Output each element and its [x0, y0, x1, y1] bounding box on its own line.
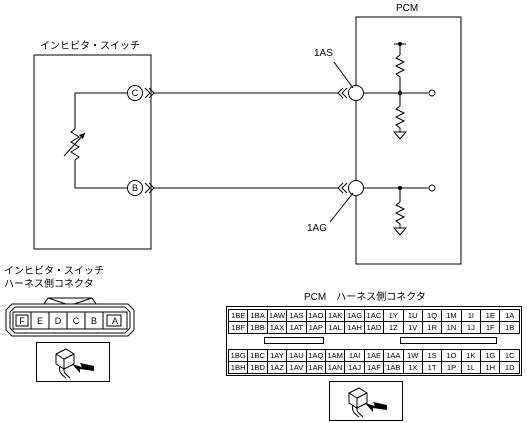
pcm-pin-cell: 1AK — [324, 309, 346, 322]
pcm-pin-cell: 1H — [480, 361, 501, 374]
pcm-pin-cell: 1BF — [227, 321, 249, 334]
pcm-pin-cell: 1BA — [247, 309, 268, 322]
pcm-pin-cell: 1AT — [286, 321, 307, 334]
switch-pin-a: A — [111, 316, 118, 326]
switch-connector-title: インヒビタ・スイッチ — [4, 266, 104, 277]
pcm-pin-cell: 1AS — [286, 309, 307, 322]
pcm-pin-cell: 1AQ — [305, 349, 326, 362]
pcm-pin-cell: 1BD — [247, 361, 268, 374]
pcm-pin-cell: 1AN — [324, 361, 346, 374]
pcm-pin-cell: 1AX — [266, 321, 288, 334]
switch-pin-d: D — [54, 316, 62, 326]
pcm-pin-cell: 1G — [480, 349, 501, 362]
pcm-pin-cell: 1L — [460, 361, 482, 374]
pcm-pin-cell: 1V — [402, 321, 423, 334]
pcm-pin-cell: 1AI — [344, 349, 365, 362]
pcm-pin-cell: 1AY — [266, 349, 288, 362]
pcm-pin-cell: 1AL — [324, 321, 346, 334]
pcm-box — [355, 16, 462, 265]
pcm-pin-cell: 1AP — [305, 321, 326, 334]
pcm-pin-cell: 1T — [421, 361, 443, 374]
pcm-pin-cell: 1BE — [227, 309, 249, 322]
pcm-pin-cell: 1W — [402, 349, 423, 362]
pin-1as-label: 1AS — [314, 48, 333, 59]
pcm-pin-cell: 1AD — [363, 321, 385, 334]
pcm-pin-cell: 1AE — [363, 349, 385, 362]
variable-resistor-icon — [63, 128, 86, 161]
pcm-pin-cell: 1C — [499, 349, 520, 362]
pcm-pin-cell: 1AH — [344, 321, 365, 334]
switch-pin-f: F — [19, 316, 25, 326]
pcm-pin-cell: 1K — [460, 349, 482, 362]
pcm-pin-cell: 1P — [441, 361, 462, 374]
pcm-pin-cell: 1AB — [383, 361, 404, 374]
pcm-pin-cell: 1BB — [247, 321, 268, 334]
pcm-pin-cell: 1X — [402, 361, 423, 374]
pcm-pin-cell: 1N — [441, 321, 462, 334]
pcm-pin-cell: 1BC — [247, 349, 268, 362]
pin-1ag-label: 1AG — [307, 223, 328, 234]
pcm-pin-cell: 1R — [421, 321, 443, 334]
probe-icon — [329, 381, 403, 421]
pcm-pin-cell: 1F — [480, 321, 501, 334]
pcm-internal-circuit-1ag — [364, 184, 436, 236]
switch-connector-subtitle: ハーネス側コネクタ — [4, 279, 94, 290]
inhibitor-switch-label: インヒビタ・スイッチ — [40, 41, 140, 52]
pcm-connector-key-left — [264, 337, 324, 344]
pcm-pin-cell: 1AC — [363, 309, 385, 322]
pcm-connector-title: PCM ハーネス側コネクタ — [304, 292, 426, 303]
pcm-pin-cell: 1Z — [383, 321, 404, 334]
pcm-pin-cell: 1D — [499, 361, 520, 374]
terminal-c-label: C — [131, 88, 139, 98]
switch-pin-c: C — [72, 316, 80, 326]
pcm-pin-cell: 1AJ — [344, 361, 365, 374]
pcm-pin-cell: 1AU — [286, 349, 307, 362]
pcm-pin-cell: 1Q — [421, 309, 443, 322]
inhibitor-switch-box — [33, 54, 152, 250]
pcm-pin-cell: 1U — [402, 309, 423, 322]
pcm-terminal-1ag — [329, 180, 364, 223]
pcm-pin-cell: 1O — [441, 349, 462, 362]
probe-icon — [36, 342, 110, 382]
switch-pin-e: E — [36, 316, 43, 326]
pcm-label: PCM — [396, 3, 419, 14]
pcm-pin-cell: 1BH — [227, 361, 249, 374]
switch-connector — [5, 297, 135, 337]
pcm-pin-cell: 1J — [460, 321, 482, 334]
pcm-pin-cell: 1I — [460, 309, 482, 322]
pcm-pin-cell: 1AA — [383, 349, 404, 362]
pcm-pin-cell: 1AO — [305, 309, 326, 322]
switch-pin-b: B — [90, 316, 97, 326]
terminal-b-label: B — [131, 183, 138, 193]
pcm-pin-cell: 1AW — [266, 309, 288, 322]
pcm-pin-cell: 1AZ — [266, 361, 288, 374]
pcm-pin-cell: 1AF — [363, 361, 385, 374]
pcm-pin-cell: 1A — [499, 309, 520, 322]
pcm-pin-cell: 1S — [421, 349, 443, 362]
pcm-terminal-1as — [333, 61, 364, 101]
pcm-pin-cell: 1M — [441, 309, 462, 322]
pcm-internal-circuit-1as — [364, 42, 436, 140]
pcm-pin-cell: 1AV — [286, 361, 307, 374]
pcm-pin-cell: 1BG — [227, 349, 249, 362]
pcm-connector-key-right — [400, 337, 497, 344]
pcm-pin-cell: 1AR — [305, 361, 326, 374]
pcm-pin-cell: 1AM — [324, 349, 346, 362]
pcm-pin-cell: 1AG — [344, 309, 365, 322]
pcm-pin-cell: 1B — [499, 321, 520, 334]
pcm-pin-cell: 1Y — [383, 309, 404, 322]
pcm-pin-cell: 1E — [480, 309, 501, 322]
